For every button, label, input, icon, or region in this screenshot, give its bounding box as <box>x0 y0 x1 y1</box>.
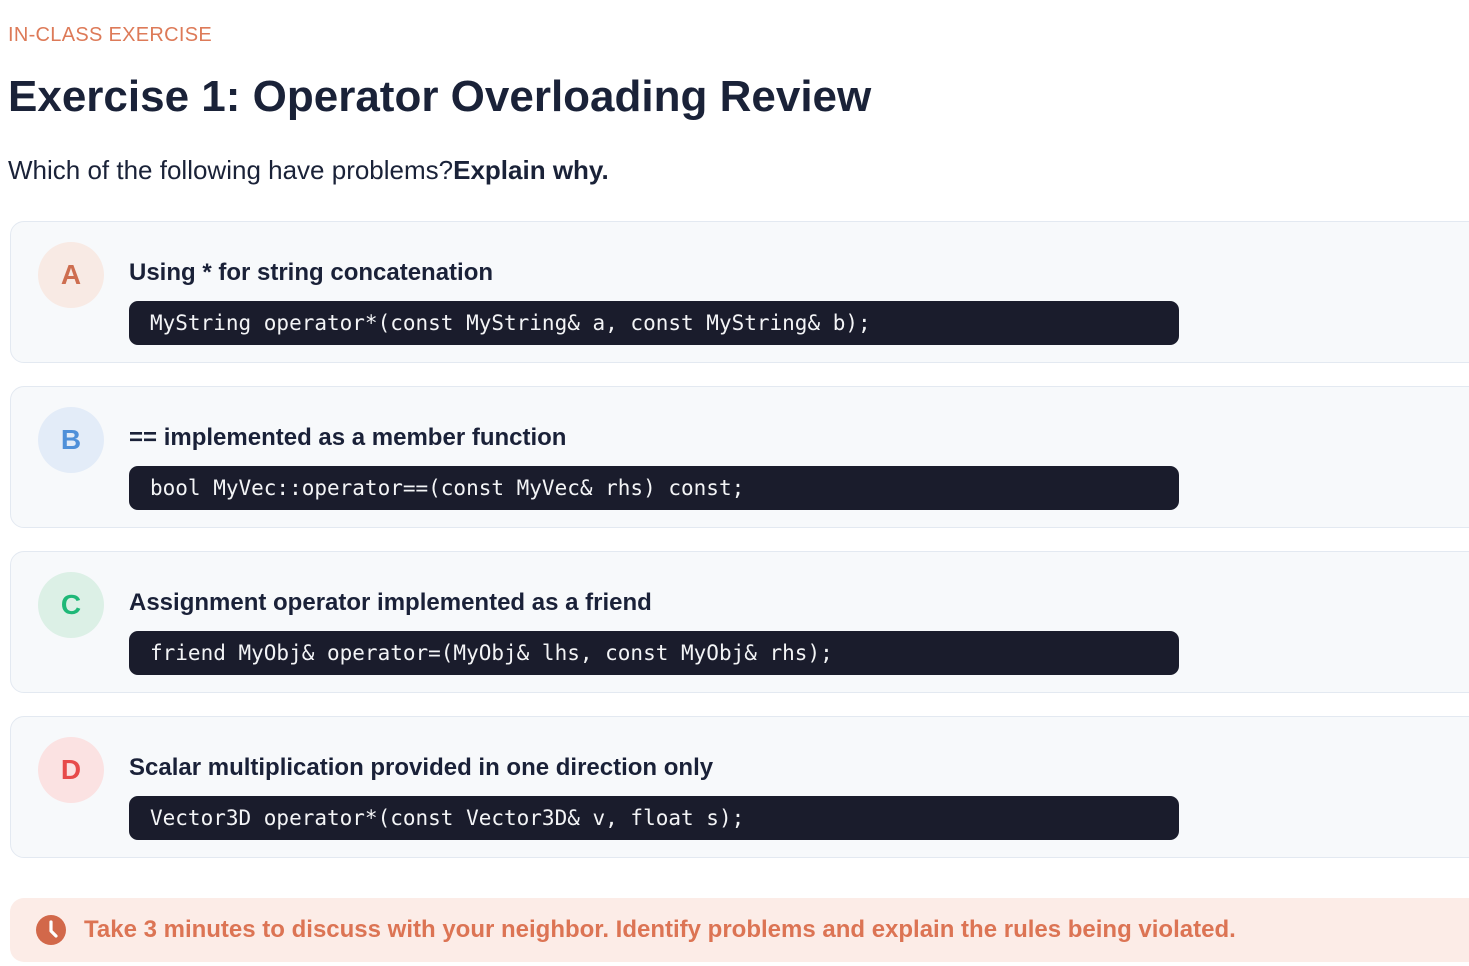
option-letter-badge: C <box>38 572 104 638</box>
option-letter: C <box>60 589 82 620</box>
code-text: friend MyObj& operator=(MyObj& lhs, cons… <box>150 641 833 665</box>
option-letter: B <box>60 424 82 455</box>
question-emphasis: Explain why. <box>453 155 609 185</box>
banner-text: Take 3 minutes to discuss with your neig… <box>84 916 1236 943</box>
option-title: Using * for string concatenation <box>129 259 494 286</box>
code-text: bool MyVec::operator==(const MyVec& rhs)… <box>150 476 745 500</box>
page-title: Exercise 1: Operator Overloading Review <box>8 72 872 121</box>
option-card: B == implemented as a member function bo… <box>10 386 1469 528</box>
code-snippet: bool MyVec::operator==(const MyVec& rhs)… <box>129 466 1179 510</box>
question-line: Which of the following have problems?Exp… <box>8 155 1469 185</box>
question-text: Which of the following have problems? <box>8 155 454 185</box>
option-card: A Using * for string concatenation MyStr… <box>10 221 1469 363</box>
code-snippet: friend MyObj& operator=(MyObj& lhs, cons… <box>129 631 1179 675</box>
eyebrow-label: IN-CLASS EXERCISE <box>8 24 213 46</box>
option-letter: D <box>60 754 82 785</box>
option-title: Assignment operator implemented as a fri… <box>129 589 652 616</box>
option-body: Using * for string concatenation MyStrin… <box>129 242 1179 345</box>
option-title: == implemented as a member function <box>129 424 567 451</box>
option-body: Scalar multiplication provided in one di… <box>129 737 1179 840</box>
code-text: Vector3D operator*(const Vector3D& v, fl… <box>150 806 745 830</box>
option-card: C Assignment operator implemented as a f… <box>10 551 1469 693</box>
option-letter-badge: B <box>38 407 104 473</box>
option-letter: A <box>60 259 82 290</box>
option-title: Scalar multiplication provided in one di… <box>129 754 714 781</box>
option-body: == implemented as a member function bool… <box>129 407 1179 510</box>
clock-icon <box>36 915 66 945</box>
option-letter-badge: A <box>38 242 104 308</box>
options-list: A Using * for string concatenation MyStr… <box>8 221 1469 858</box>
option-body: Assignment operator implemented as a fri… <box>129 572 1179 675</box>
code-text: MyString operator*(const MyString& a, co… <box>150 311 871 335</box>
discussion-banner: Take 3 minutes to discuss with your neig… <box>10 898 1469 962</box>
code-snippet: Vector3D operator*(const Vector3D& v, fl… <box>129 796 1179 840</box>
option-letter-badge: D <box>38 737 104 803</box>
code-snippet: MyString operator*(const MyString& a, co… <box>129 301 1179 345</box>
option-card: D Scalar multiplication provided in one … <box>10 716 1469 858</box>
